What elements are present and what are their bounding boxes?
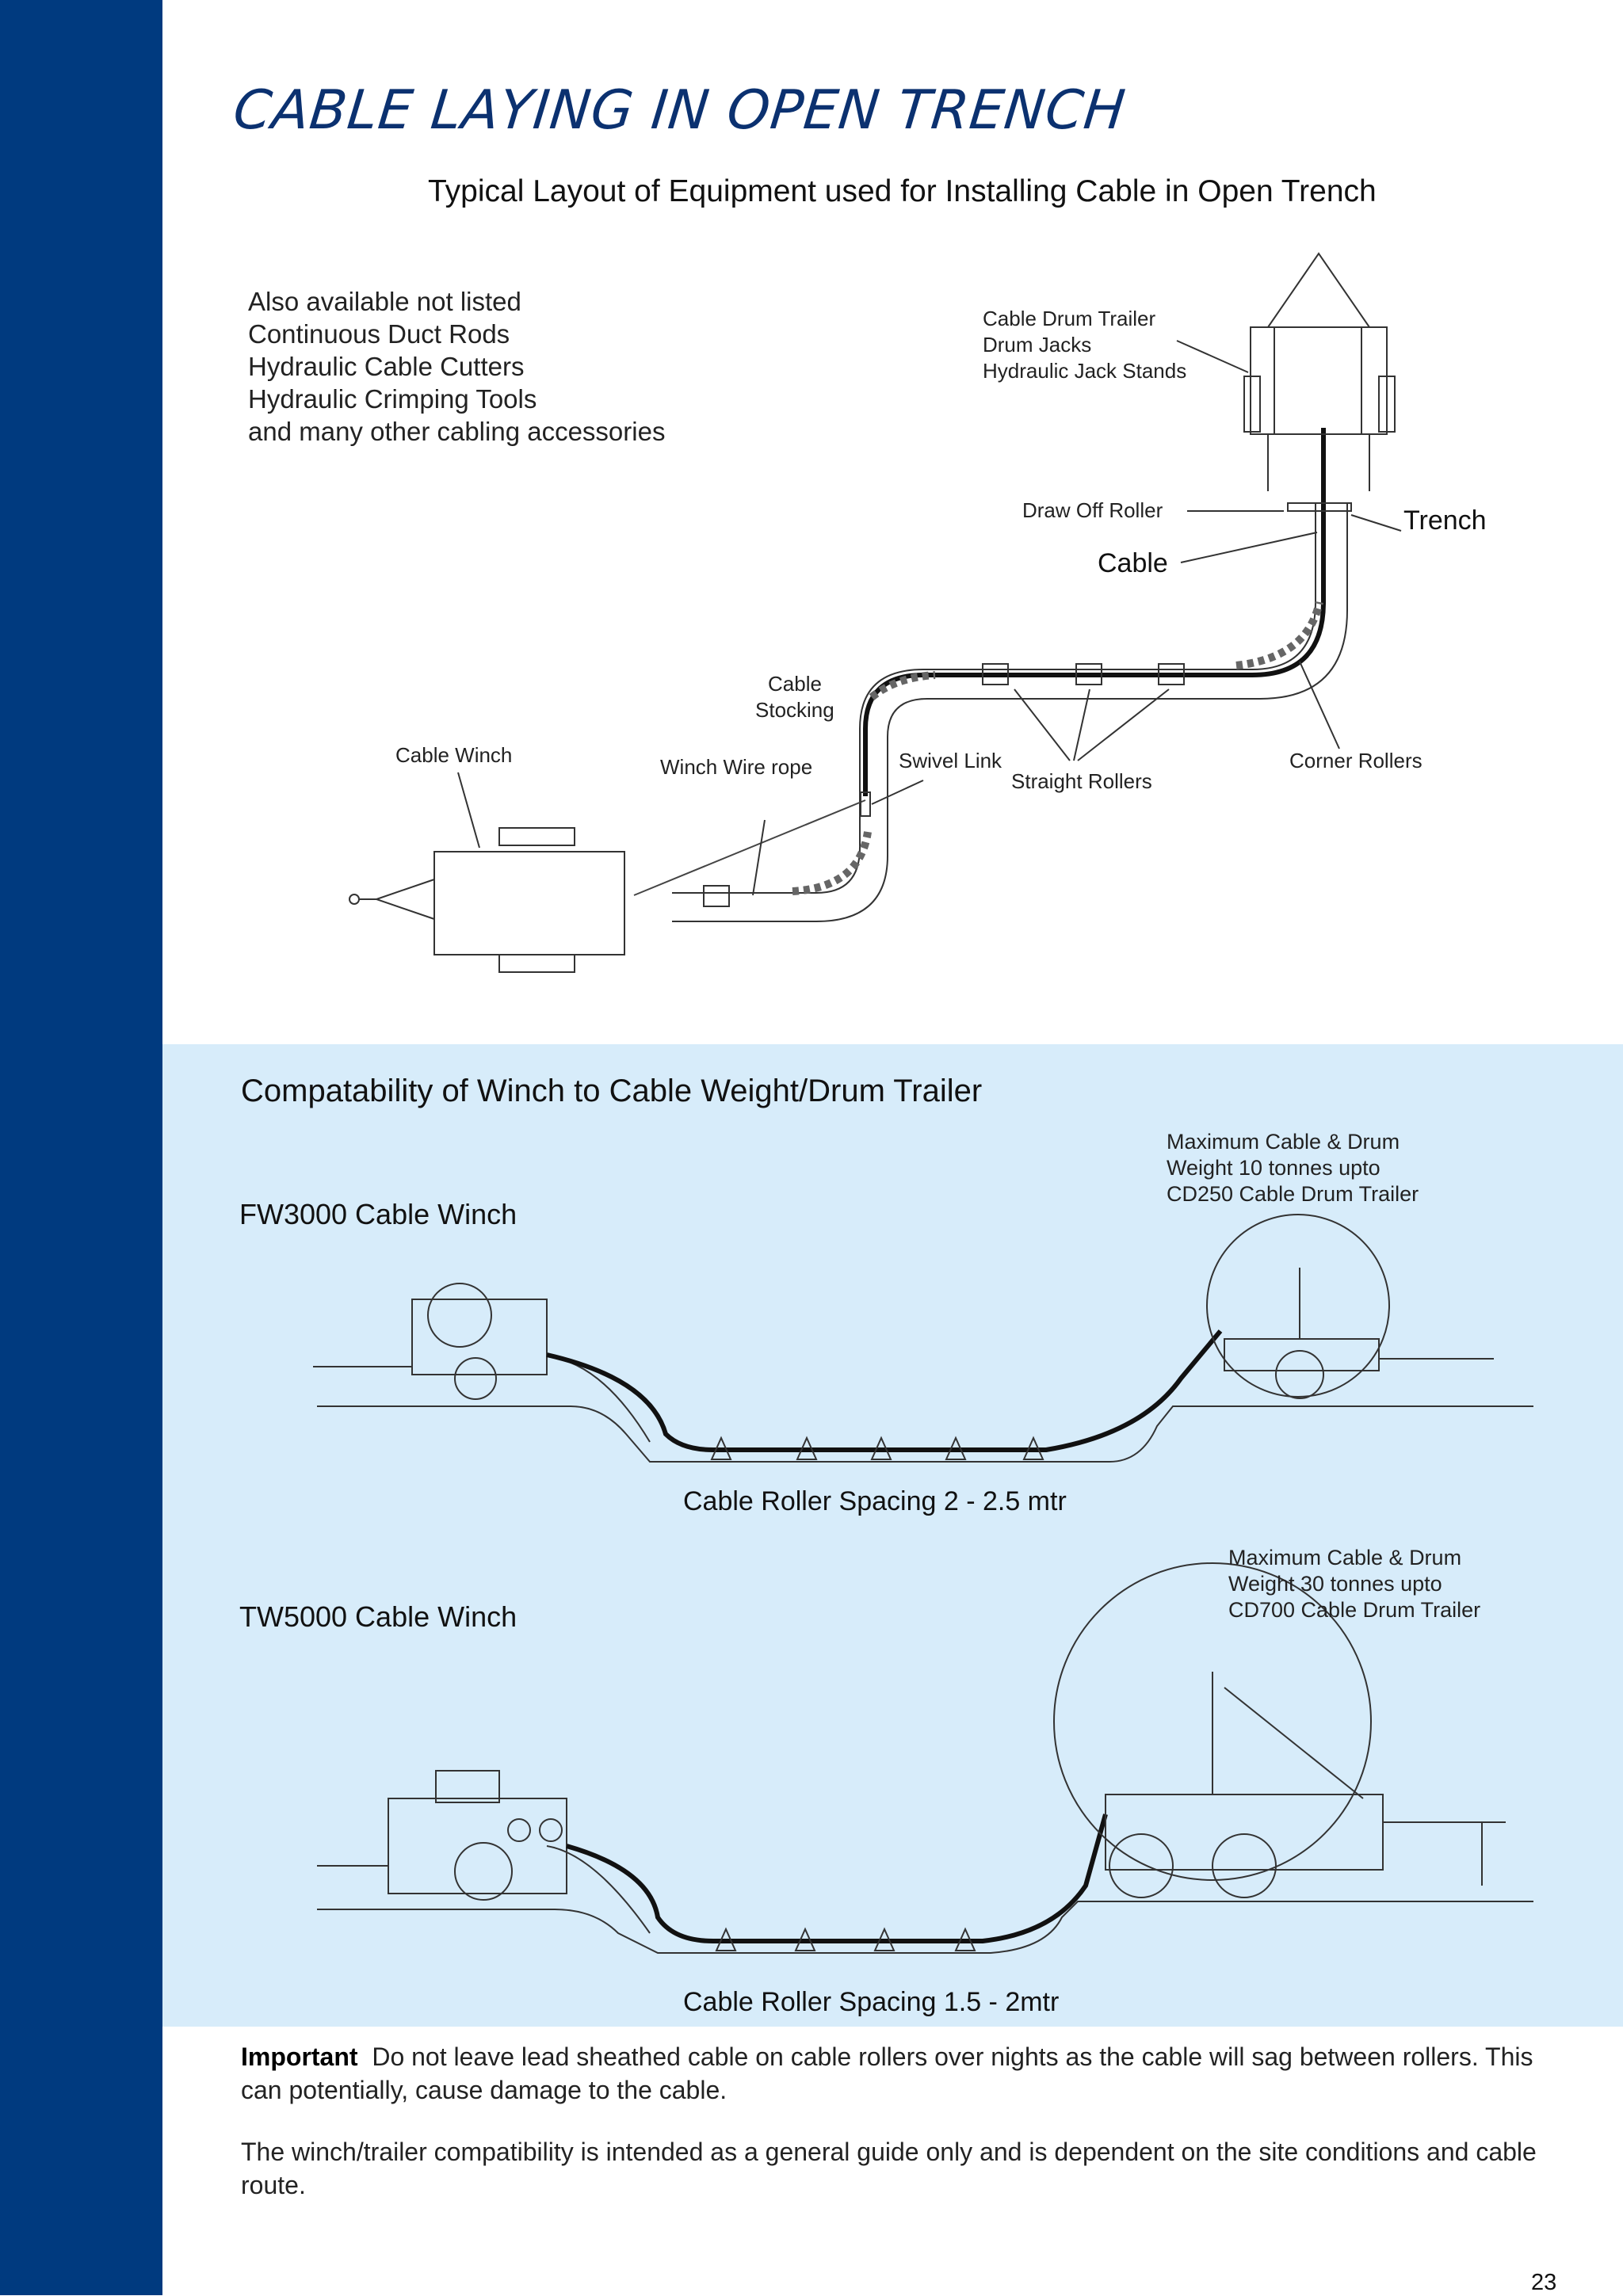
- tw5000-winch-gauge: [539, 1818, 563, 1842]
- important-label: Important: [241, 2042, 358, 2071]
- trench-outline-inner: [672, 503, 1316, 894]
- sidebar-band: [0, 0, 162, 2295]
- fw3000-winch-body: [411, 1299, 548, 1375]
- fw3000-note-line: CD250 Cable Drum Trailer: [1167, 1182, 1419, 1206]
- also-available-line: Continuous Duct Rods: [248, 319, 510, 349]
- tw5000-trailer-frame: [1105, 1794, 1384, 1871]
- compatibility-title: Compatability of Winch to Cable Weight/D…: [241, 1074, 983, 1108]
- cable-roller: [794, 1927, 816, 1951]
- fw3000-winch-drum: [427, 1283, 492, 1348]
- page-number: 23: [1531, 2270, 1557, 2295]
- corner-rollers-label: Corner Rollers: [1289, 749, 1423, 772]
- tw5000-note-line: Maximum Cable & Drum: [1228, 1546, 1462, 1569]
- tw5000-note-line: CD700 Cable Drum Trailer: [1228, 1598, 1481, 1622]
- cable-label: Cable: [1098, 548, 1168, 578]
- drum-trailer-drawbar: [1267, 252, 1370, 328]
- fw3000-note-line: Maximum Cable & Drum: [1167, 1130, 1400, 1154]
- fw3000-spacing: Cable Roller Spacing 2 - 2.5 mtr: [683, 1486, 1067, 1516]
- tw5000-ground: [317, 1901, 1533, 1954]
- winch-tank-bottom: [498, 954, 575, 973]
- corner-roller-set: [869, 671, 936, 700]
- winch-wire-rope-label: Winch Wire rope: [660, 755, 812, 779]
- cable-roller: [796, 1436, 818, 1460]
- cable-line: [863, 428, 1326, 796]
- tw5000-title: TW5000 Cable Winch: [239, 1600, 517, 1633]
- tw5000-winch-body: [388, 1798, 567, 1894]
- cable-winch-label: Cable Winch: [395, 743, 512, 767]
- cable-roller: [870, 1436, 892, 1460]
- swivel-link: [860, 791, 871, 817]
- cable-roller: [1022, 1436, 1044, 1460]
- cable-roller: [873, 1927, 896, 1951]
- trench-outline-outer: [672, 503, 1348, 922]
- cable-roller: [954, 1927, 976, 1951]
- drum-jack-left: [1243, 376, 1261, 433]
- tw5000-trench-wall: [546, 1845, 651, 1934]
- fw3000-ground: [317, 1405, 1533, 1463]
- straight-roller: [1075, 663, 1102, 685]
- straight-roller: [703, 885, 730, 907]
- swivel-link-label: Swivel Link: [899, 749, 1002, 772]
- cable-roller: [945, 1436, 967, 1460]
- fw3000-note: Maximum Cable & Drum Weight 10 tonnes up…: [1167, 1129, 1419, 1207]
- winch-trailer-diagrams: [313, 1214, 1533, 1954]
- straight-roller: [1158, 663, 1185, 685]
- tw5000-drum-outline: [1053, 1562, 1372, 1881]
- cable-roller: [715, 1927, 737, 1951]
- tw5000-winch-top: [435, 1770, 500, 1803]
- fw3000-trailer-wheel: [1275, 1350, 1324, 1399]
- fw3000-cable: [546, 1329, 1223, 1452]
- draw-off-roller-label: Draw Off Roller: [1022, 498, 1163, 522]
- fw3000-drum-outline: [1206, 1214, 1390, 1398]
- cable-stocking-label: Cable: [768, 672, 822, 696]
- important-text: Do not leave lead sheathed cable on cabl…: [241, 2042, 1533, 2104]
- corner-roller-set: [1235, 601, 1323, 669]
- straight-roller: [982, 663, 1009, 685]
- drum-trailer-label: Cable Drum Trailer: [983, 307, 1156, 330]
- jack-stands-label: Hydraulic Jack Stands: [983, 359, 1186, 383]
- drum-jack-right: [1378, 376, 1396, 433]
- corner-roller-set: [792, 831, 872, 895]
- guide-note: The winch/trailer compatibility is inten…: [241, 2138, 1537, 2199]
- tw5000-trailer-wheel: [1212, 1833, 1277, 1898]
- also-available-line: Hydraulic Crimping Tools: [248, 384, 537, 414]
- layout-subtitle: Typical Layout of Equipment used for Ins…: [428, 174, 1377, 208]
- cable-stocking-label: Stocking: [755, 698, 834, 722]
- tw5000-cable: [566, 1814, 1108, 1943]
- draw-off-roller: [1287, 502, 1352, 512]
- important-note: Important Do not leave lead sheathed cab…: [241, 2040, 1556, 2107]
- fw3000-drum-trailer-frame: [1224, 1338, 1380, 1371]
- tw5000-winch-gauge: [507, 1818, 531, 1842]
- also-available-line: and many other cabling accessories: [248, 417, 666, 446]
- trench-label: Trench: [1403, 505, 1487, 536]
- also-available-line: Hydraulic Cable Cutters: [248, 352, 525, 381]
- tw5000-note-line: Weight 30 tonnes upto: [1228, 1572, 1442, 1596]
- fw3000-title: FW3000 Cable Winch: [239, 1198, 517, 1230]
- drum-jacks-label: Drum Jacks: [983, 333, 1091, 357]
- tw5000-trailer-arm: [1224, 1687, 1364, 1799]
- fw3000-winch-wheel: [454, 1357, 497, 1400]
- winch-wire-line: [633, 799, 866, 896]
- winch-tank-top: [498, 827, 575, 846]
- fw3000-note-line: Weight 10 tonnes upto: [1167, 1156, 1381, 1180]
- drum-trailer-drum: [1274, 326, 1362, 435]
- also-available-line: Also available not listed: [248, 287, 521, 316]
- tw5000-note: Maximum Cable & Drum Weight 30 tonnes up…: [1228, 1545, 1480, 1623]
- cable-roller: [710, 1436, 732, 1460]
- tw5000-trailer-wheel: [1109, 1833, 1174, 1898]
- straight-rollers-label: Straight Rollers: [1011, 769, 1152, 793]
- also-available-list: Also available not listed Continuous Duc…: [248, 285, 665, 448]
- trench-layout-diagram: Cable Drum Trailer Drum Jacks Hydraulic …: [349, 252, 1487, 973]
- tw5000-spacing: Cable Roller Spacing 1.5 - 2mtr: [683, 1987, 1060, 2017]
- tw5000-winch-wheel: [454, 1842, 513, 1901]
- compatibility-panel: [162, 1044, 1623, 2027]
